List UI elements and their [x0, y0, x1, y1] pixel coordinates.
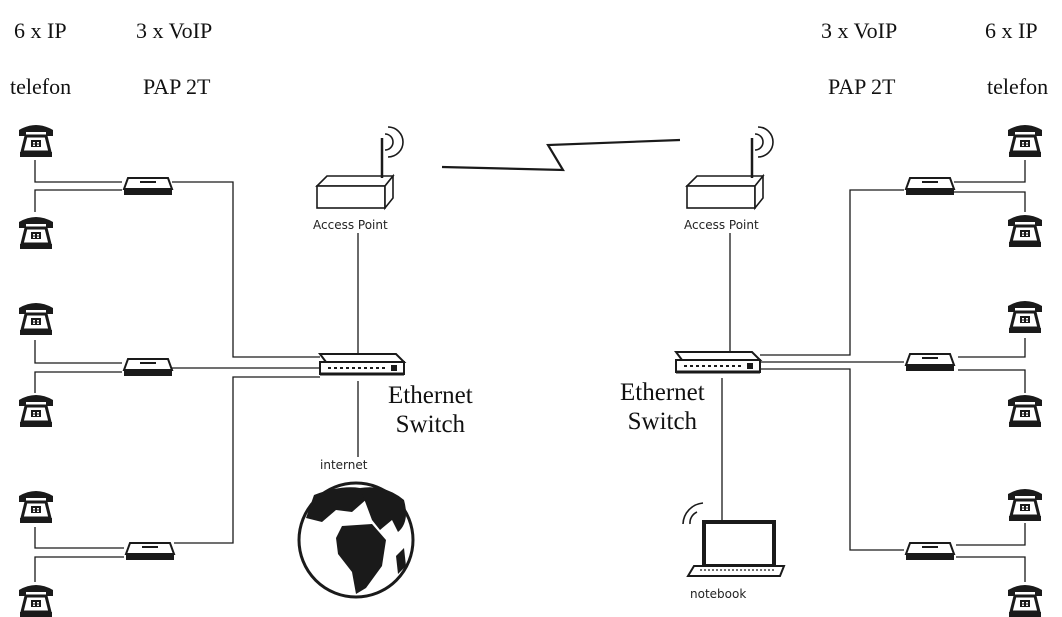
telephone-icon [1006, 393, 1044, 429]
voip-adapter-icon [905, 353, 955, 372]
access-point-icon [315, 125, 405, 210]
ethernet-switch-icon [674, 350, 762, 374]
telephone-icon [17, 393, 55, 429]
right-phones-header-line1: 6 x IP [985, 18, 1038, 43]
right-switch-label-line2: Switch [627, 408, 698, 435]
telephone-icon [17, 215, 55, 251]
ethernet-switch-icon [318, 352, 406, 376]
telephone-icon [17, 301, 55, 337]
left-connections [34, 160, 359, 582]
right-adapters-header-line2: PAP 2T [828, 74, 896, 99]
right-phones-header-line2: telefon [987, 74, 1049, 99]
telephone-icon [1006, 123, 1044, 159]
voip-adapter-icon [123, 358, 173, 377]
voip-adapter-icon [123, 177, 173, 196]
right-connections [721, 160, 1026, 582]
left-phones-header-line1: 6 x IP [14, 18, 67, 43]
telephone-icon [1006, 583, 1044, 617]
right-switch-label-line1: Ethernet [620, 379, 705, 406]
voip-adapter-icon [905, 542, 955, 561]
telephone-icon [17, 123, 55, 159]
right-access-point-label: Access Point [684, 218, 759, 232]
voip-adapter-icon [905, 177, 955, 196]
telephone-icon [17, 583, 55, 617]
globe-icon [297, 481, 415, 599]
left-switch-label-line1: Ethernet [388, 382, 473, 409]
telephone-icon [1006, 487, 1044, 523]
telephone-icon [17, 489, 55, 525]
access-point-icon [685, 125, 775, 210]
telephone-icon [1006, 213, 1044, 249]
left-switch-label-line2: Switch [395, 411, 466, 438]
left-adapters-header-line2: PAP 2T [143, 74, 211, 99]
left-switch-label: Ethernet Switch [388, 381, 473, 439]
notebook-label: notebook [690, 587, 746, 601]
left-phones-header-line2: telefon [10, 74, 72, 99]
voip-adapter-icon [125, 542, 175, 561]
telephone-icon [1006, 299, 1044, 335]
right-switch-label: Ethernet Switch [620, 378, 705, 436]
right-adapters-header-line1: 3 x VoIP [821, 18, 898, 43]
left-access-point-label: Access Point [313, 218, 388, 232]
notebook-icon [682, 502, 786, 577]
left-adapters-header-line1: 3 x VoIP [136, 18, 213, 43]
wireless-link-icon [441, 138, 681, 172]
internet-label: internet [320, 458, 368, 472]
